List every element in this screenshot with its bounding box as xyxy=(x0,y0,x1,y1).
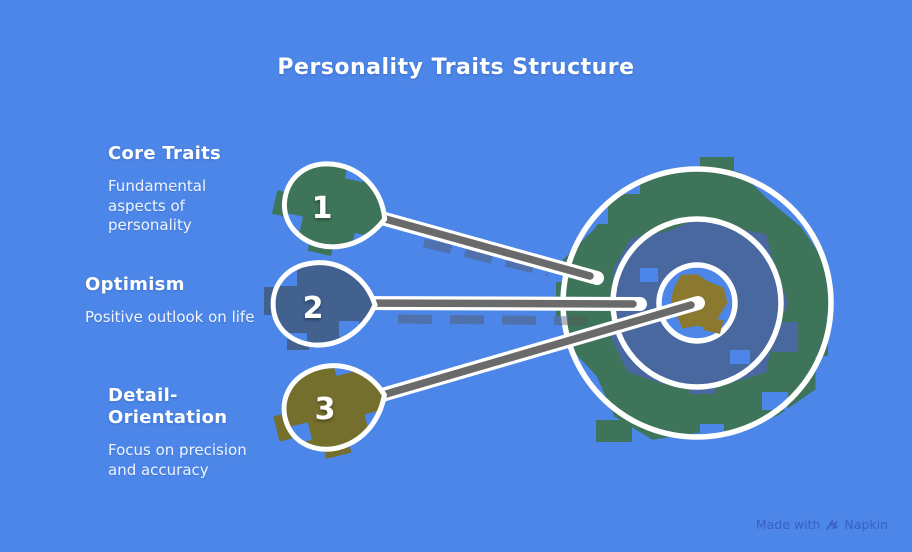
label-core-traits: Core Traits Fundamental aspects of perso… xyxy=(108,143,221,236)
item-1-description: Fundamental aspects of personality xyxy=(108,177,207,234)
label-detail-orientation: Detail-Orientation Focus on precision an… xyxy=(108,385,270,480)
dart-1-number: 1 xyxy=(312,191,333,226)
dart-sketch-chunk xyxy=(287,339,309,350)
item-3-description: Focus on precision and accuracy xyxy=(108,441,247,479)
dart-3-shaft xyxy=(358,296,705,407)
target-sketch-gap xyxy=(730,350,750,364)
target-sketch-gap xyxy=(640,268,658,282)
item-3-heading: Detail-Orientation xyxy=(108,385,228,428)
target-sketch-chunk xyxy=(596,420,632,442)
item-2-description: Positive outlook on life xyxy=(85,308,255,326)
target-sketch-chunk xyxy=(702,316,724,334)
dart-3-number: 3 xyxy=(315,392,336,427)
target-inner-circle xyxy=(656,262,738,344)
page-title: Personality Traits Structure xyxy=(277,55,635,80)
dart-1-flight xyxy=(271,149,395,266)
watermark-prefix: Made with xyxy=(755,517,821,532)
dart-2-number: 2 xyxy=(303,291,324,326)
dart-2-shaft xyxy=(343,296,647,311)
item-2-heading: Optimism xyxy=(85,274,185,295)
watermark[interactable]: Made with Napkin xyxy=(756,517,888,532)
label-optimism: Optimism Positive outlook on life xyxy=(85,274,257,328)
watermark-brand: Napkin xyxy=(844,517,888,532)
dart-shafts xyxy=(343,205,705,407)
dart-1-shaft xyxy=(353,205,604,285)
napkin-logo-icon xyxy=(826,519,839,530)
item-1-heading: Core Traits xyxy=(108,143,222,164)
